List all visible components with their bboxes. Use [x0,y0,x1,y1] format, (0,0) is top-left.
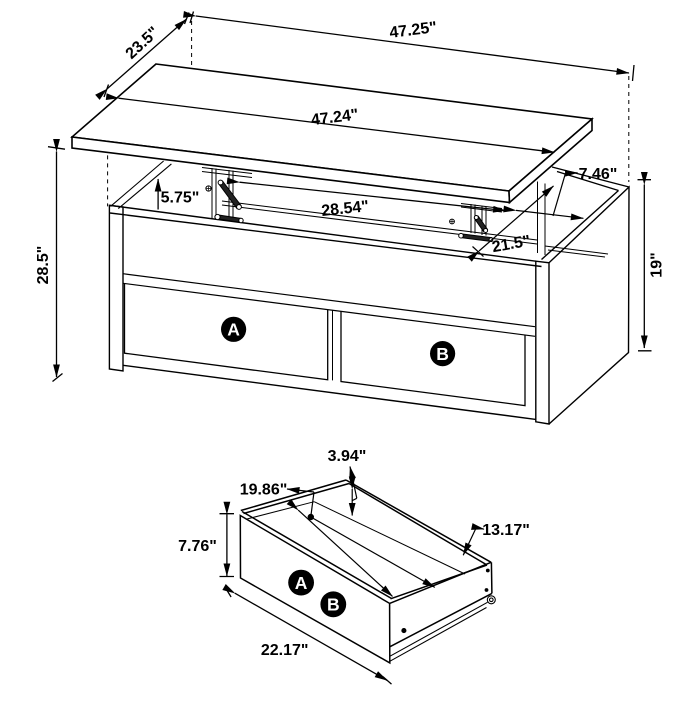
svg-text:A: A [227,320,240,340]
svg-text:7.76": 7.76" [178,538,217,555]
svg-text:B: B [436,344,449,364]
svg-text:21.5": 21.5" [491,233,532,256]
svg-text:28.54": 28.54" [321,198,370,220]
svg-text:B: B [327,595,340,615]
svg-text:47.25": 47.25" [389,19,438,42]
svg-text:13.17": 13.17" [482,522,530,539]
svg-text:7.46": 7.46" [579,166,618,183]
svg-text:22.17": 22.17" [261,642,309,659]
svg-text:19": 19" [649,252,666,277]
svg-text:19.86": 19.86" [240,482,288,499]
svg-text:3.94": 3.94" [328,448,367,465]
svg-text:28.5": 28.5" [35,246,52,285]
svg-text:5.75": 5.75" [161,190,200,207]
svg-text:A: A [295,573,308,593]
svg-text:47.24": 47.24" [310,106,359,129]
